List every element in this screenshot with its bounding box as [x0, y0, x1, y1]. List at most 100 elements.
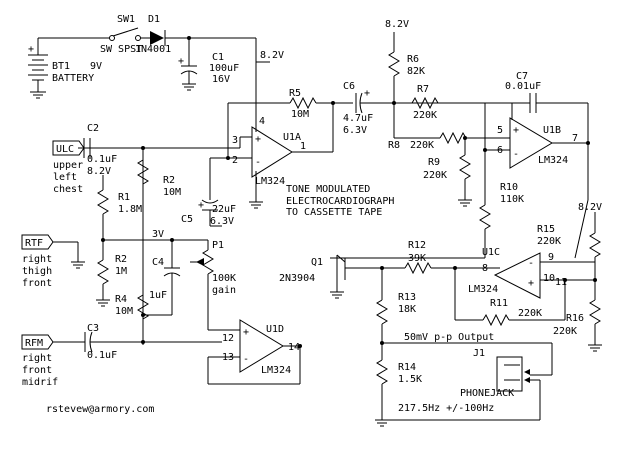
p1-ref: P1 [212, 240, 224, 251]
ulc-line2: left [53, 172, 77, 183]
d1-ref: D1 [148, 14, 160, 25]
u1a-section [83, 62, 353, 345]
rfm-tag: RFM [25, 338, 43, 349]
c3-ref: C3 [87, 323, 99, 334]
u1b-pin7: 7 [572, 133, 578, 144]
u1d-part: LM324 [261, 365, 291, 376]
u1c-ref: U1C [482, 247, 500, 258]
u1b-minus: - [513, 149, 519, 160]
u1a-pin3: 3 [232, 135, 238, 146]
title-line1: TONE MODULATED [286, 184, 370, 195]
u1d-pin13: 13 [222, 352, 234, 363]
title-line3: TO CASSETTE TAPE [286, 207, 382, 218]
u1a-pin2: 2 [232, 155, 238, 166]
u1c-part: LM324 [468, 284, 498, 295]
diode-d1 [150, 31, 164, 45]
rfm-line1: right [22, 353, 52, 364]
c5-volt: 6.3V [210, 216, 234, 227]
r8-ref: R8 [388, 140, 400, 151]
r10-ref: R10 [500, 182, 518, 193]
u1c-pin11: 11 [555, 277, 567, 288]
u1a-pin1: 1 [300, 141, 306, 152]
r4-ref: R4 [115, 294, 127, 305]
u1b-plus: + [513, 125, 519, 136]
c1-plus: + [178, 56, 184, 67]
u1d-minus: - [243, 354, 249, 365]
u1a-ref: U1A [283, 132, 301, 143]
r1-ref: R1 [118, 192, 130, 203]
r16-ref: R16 [566, 313, 584, 324]
r13-ref: R13 [398, 292, 416, 303]
c7-val: 0.01uF [505, 81, 541, 92]
rtf-line3: front [22, 278, 52, 289]
author-email: rstevew@armory.com [46, 404, 154, 415]
c5-plus: + [198, 200, 204, 211]
r2b-val: 1M [115, 266, 127, 277]
q1-part: 2N3904 [279, 273, 315, 284]
r8-val: 220K [410, 140, 434, 151]
r6-val: 82K [407, 66, 425, 77]
c4-val: 1uF [149, 290, 167, 301]
u1c-minus: - [528, 258, 534, 269]
r5-val: 10M [291, 109, 309, 120]
u1b-ref: U1B [543, 125, 561, 136]
output-frequency: 217.5Hz +/-100Hz [398, 403, 494, 414]
r2b-ref: R2 [115, 254, 127, 265]
r4-val: 10M [115, 306, 133, 317]
u1b-section [355, 32, 590, 259]
u1a-minus: - [255, 157, 261, 168]
u1b-pin5: 5 [497, 125, 503, 136]
r2a-ref: R2 [163, 175, 175, 186]
u1c-pin10: 10 [543, 273, 555, 284]
q1-ref: Q1 [311, 257, 323, 268]
u1c-pin8: 8 [482, 263, 488, 274]
c3-val: 0.1uF [87, 350, 117, 361]
output-level: 50mV p-p Output [404, 332, 494, 343]
bt1-name: BATTERY [52, 73, 94, 84]
power-supply [28, 27, 270, 99]
c6-ref: C6 [343, 81, 355, 92]
d1-part: 1N4001 [135, 44, 171, 55]
c7-ref: C7 [516, 71, 528, 82]
c6-plus: + [364, 88, 370, 99]
c1-volt: 16V [212, 74, 230, 85]
u1b-pin6: 6 [497, 145, 503, 156]
u1d-pin14: 14 [288, 342, 300, 353]
u1b-part: LM324 [538, 155, 568, 166]
p1-name: gain [212, 285, 236, 296]
output-section [330, 212, 602, 427]
c6-volt: 6.3V [343, 125, 367, 136]
battery-plus: + [28, 44, 34, 55]
c1-ref: C1 [212, 52, 224, 63]
u1a-pin4: 4 [259, 116, 265, 127]
bt1-val: 9V [90, 61, 102, 72]
rtf-line2: thigh [22, 266, 52, 277]
r11-val: 220K [518, 308, 542, 319]
rtf-line1: right [22, 254, 52, 265]
r14-val: 1.5K [398, 374, 422, 385]
c2-ref: C2 [87, 123, 99, 134]
r13-val: 18K [398, 304, 416, 315]
u1d-pin12: 12 [222, 333, 234, 344]
vcc-ulc: 8.2V [87, 166, 111, 177]
r14-ref: R14 [398, 362, 416, 373]
j1-name: PHONEJACK [460, 388, 514, 399]
r1-val: 1.8M [118, 204, 142, 215]
r16-val: 220K [553, 326, 577, 337]
v3-label: 3V [152, 229, 164, 240]
u1c-pin9: 9 [548, 252, 554, 263]
vcc-top: 8.2V [260, 50, 284, 61]
u1c-plus: + [528, 278, 534, 289]
rtf-tag: RTF [25, 238, 43, 249]
sw1-type: SW SPST [100, 44, 142, 55]
vcc-r15: 8.2V [578, 202, 602, 213]
r11-ref: R11 [490, 298, 508, 309]
p1-val: 100K [212, 273, 236, 284]
r12-ref: R12 [408, 240, 426, 251]
ulc-tag: ULC [56, 144, 74, 155]
bt1-ref: BT1 [52, 61, 70, 72]
ulc-line3: chest [53, 184, 83, 195]
r2a-val: 10M [163, 187, 181, 198]
r5-ref: R5 [289, 88, 301, 99]
